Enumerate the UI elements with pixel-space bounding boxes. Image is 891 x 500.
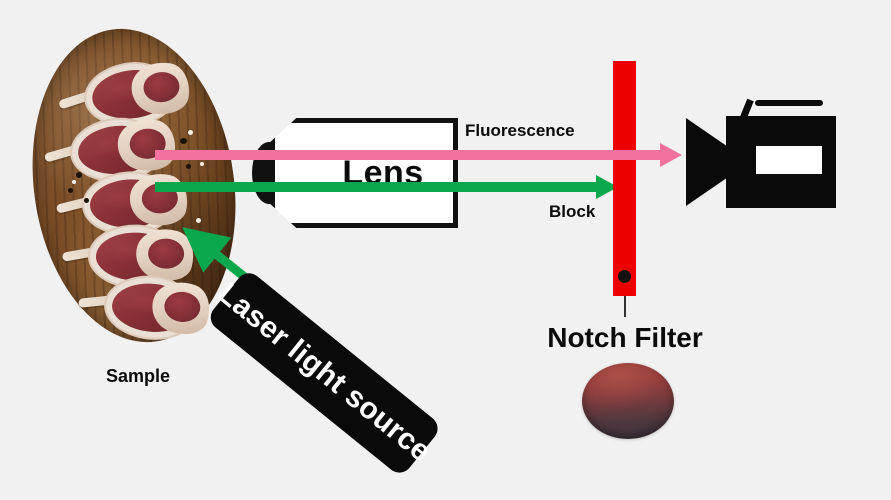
- lens-assembly: Lens: [252, 118, 458, 228]
- lens-housing: [270, 118, 458, 228]
- notch-filter-bar: [613, 61, 636, 296]
- scattered-excitation-arrowhead-icon: [596, 175, 618, 199]
- scattered-excitation-beam: [155, 182, 603, 192]
- sample-label: Sample: [105, 366, 171, 386]
- notch-filter-leader-dot: [618, 270, 631, 283]
- notch-filter-optic-icon: [582, 363, 674, 439]
- camera-handle: [738, 98, 823, 124]
- fluorescence-beam: [155, 150, 667, 160]
- notch-filter-label: Notch Filter: [547, 322, 703, 353]
- camera-viewfinder-window: [756, 146, 822, 174]
- notch-filter-leader-line: [624, 281, 626, 317]
- block-label: Block: [549, 202, 596, 221]
- camera-icon: [686, 98, 836, 218]
- fluorescence-arrowhead-icon: [660, 143, 682, 167]
- fluorescence-label: Fluorescence: [465, 121, 575, 140]
